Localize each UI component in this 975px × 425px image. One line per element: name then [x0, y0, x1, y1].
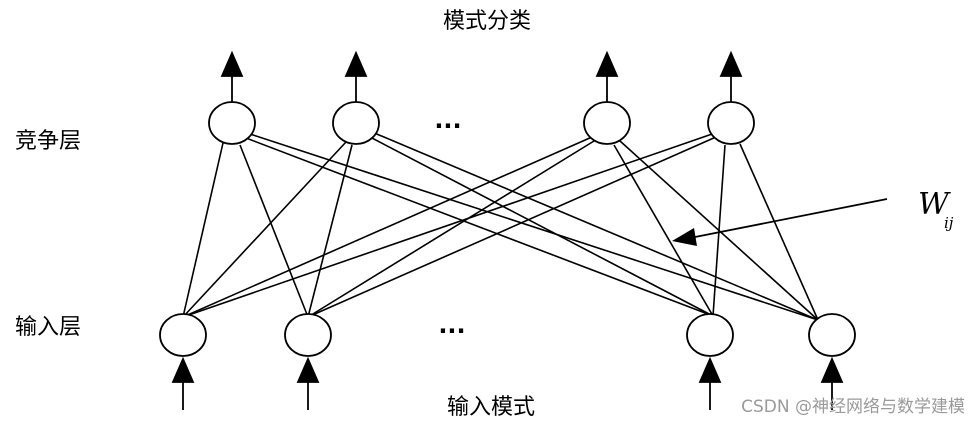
input-arrow-head-3 — [698, 356, 722, 383]
output-arrow-head-4 — [719, 50, 743, 77]
competition-node-2 — [332, 101, 380, 145]
output-arrow-head-1 — [220, 50, 244, 77]
weight-label: W — [918, 187, 951, 222]
input-node-1 — [159, 313, 207, 357]
top-ellipsis: ... — [434, 106, 461, 134]
connection-lines — [182, 131, 819, 321]
output-arrow-head-2 — [344, 50, 368, 77]
weight-pointer-head — [672, 228, 697, 246]
competition-layer-label: 竞争层 — [15, 129, 81, 154]
input-arrow-head-2 — [296, 356, 320, 383]
competition-node-4 — [707, 101, 755, 145]
watermark: CSDN @神经网络与数学建模 — [741, 397, 965, 417]
input-arrow-head-4 — [820, 356, 844, 383]
weight-label-subscript: ij — [944, 214, 954, 232]
bottom-ellipsis: ... — [438, 311, 465, 339]
input-node-4 — [808, 313, 856, 357]
weight-pointer-line — [689, 198, 888, 239]
input-layer-label: 输入层 — [15, 315, 81, 340]
output-arrow-head-3 — [595, 50, 619, 77]
input-pattern-label: 输入模式 — [447, 395, 535, 420]
input-node-2 — [284, 313, 332, 357]
competition-node-1 — [208, 101, 256, 145]
input-node-3 — [686, 313, 734, 357]
input-arrow-head-1 — [171, 356, 195, 383]
competition-node-3 — [583, 101, 631, 145]
output-title: 模式分类 — [443, 9, 531, 34]
